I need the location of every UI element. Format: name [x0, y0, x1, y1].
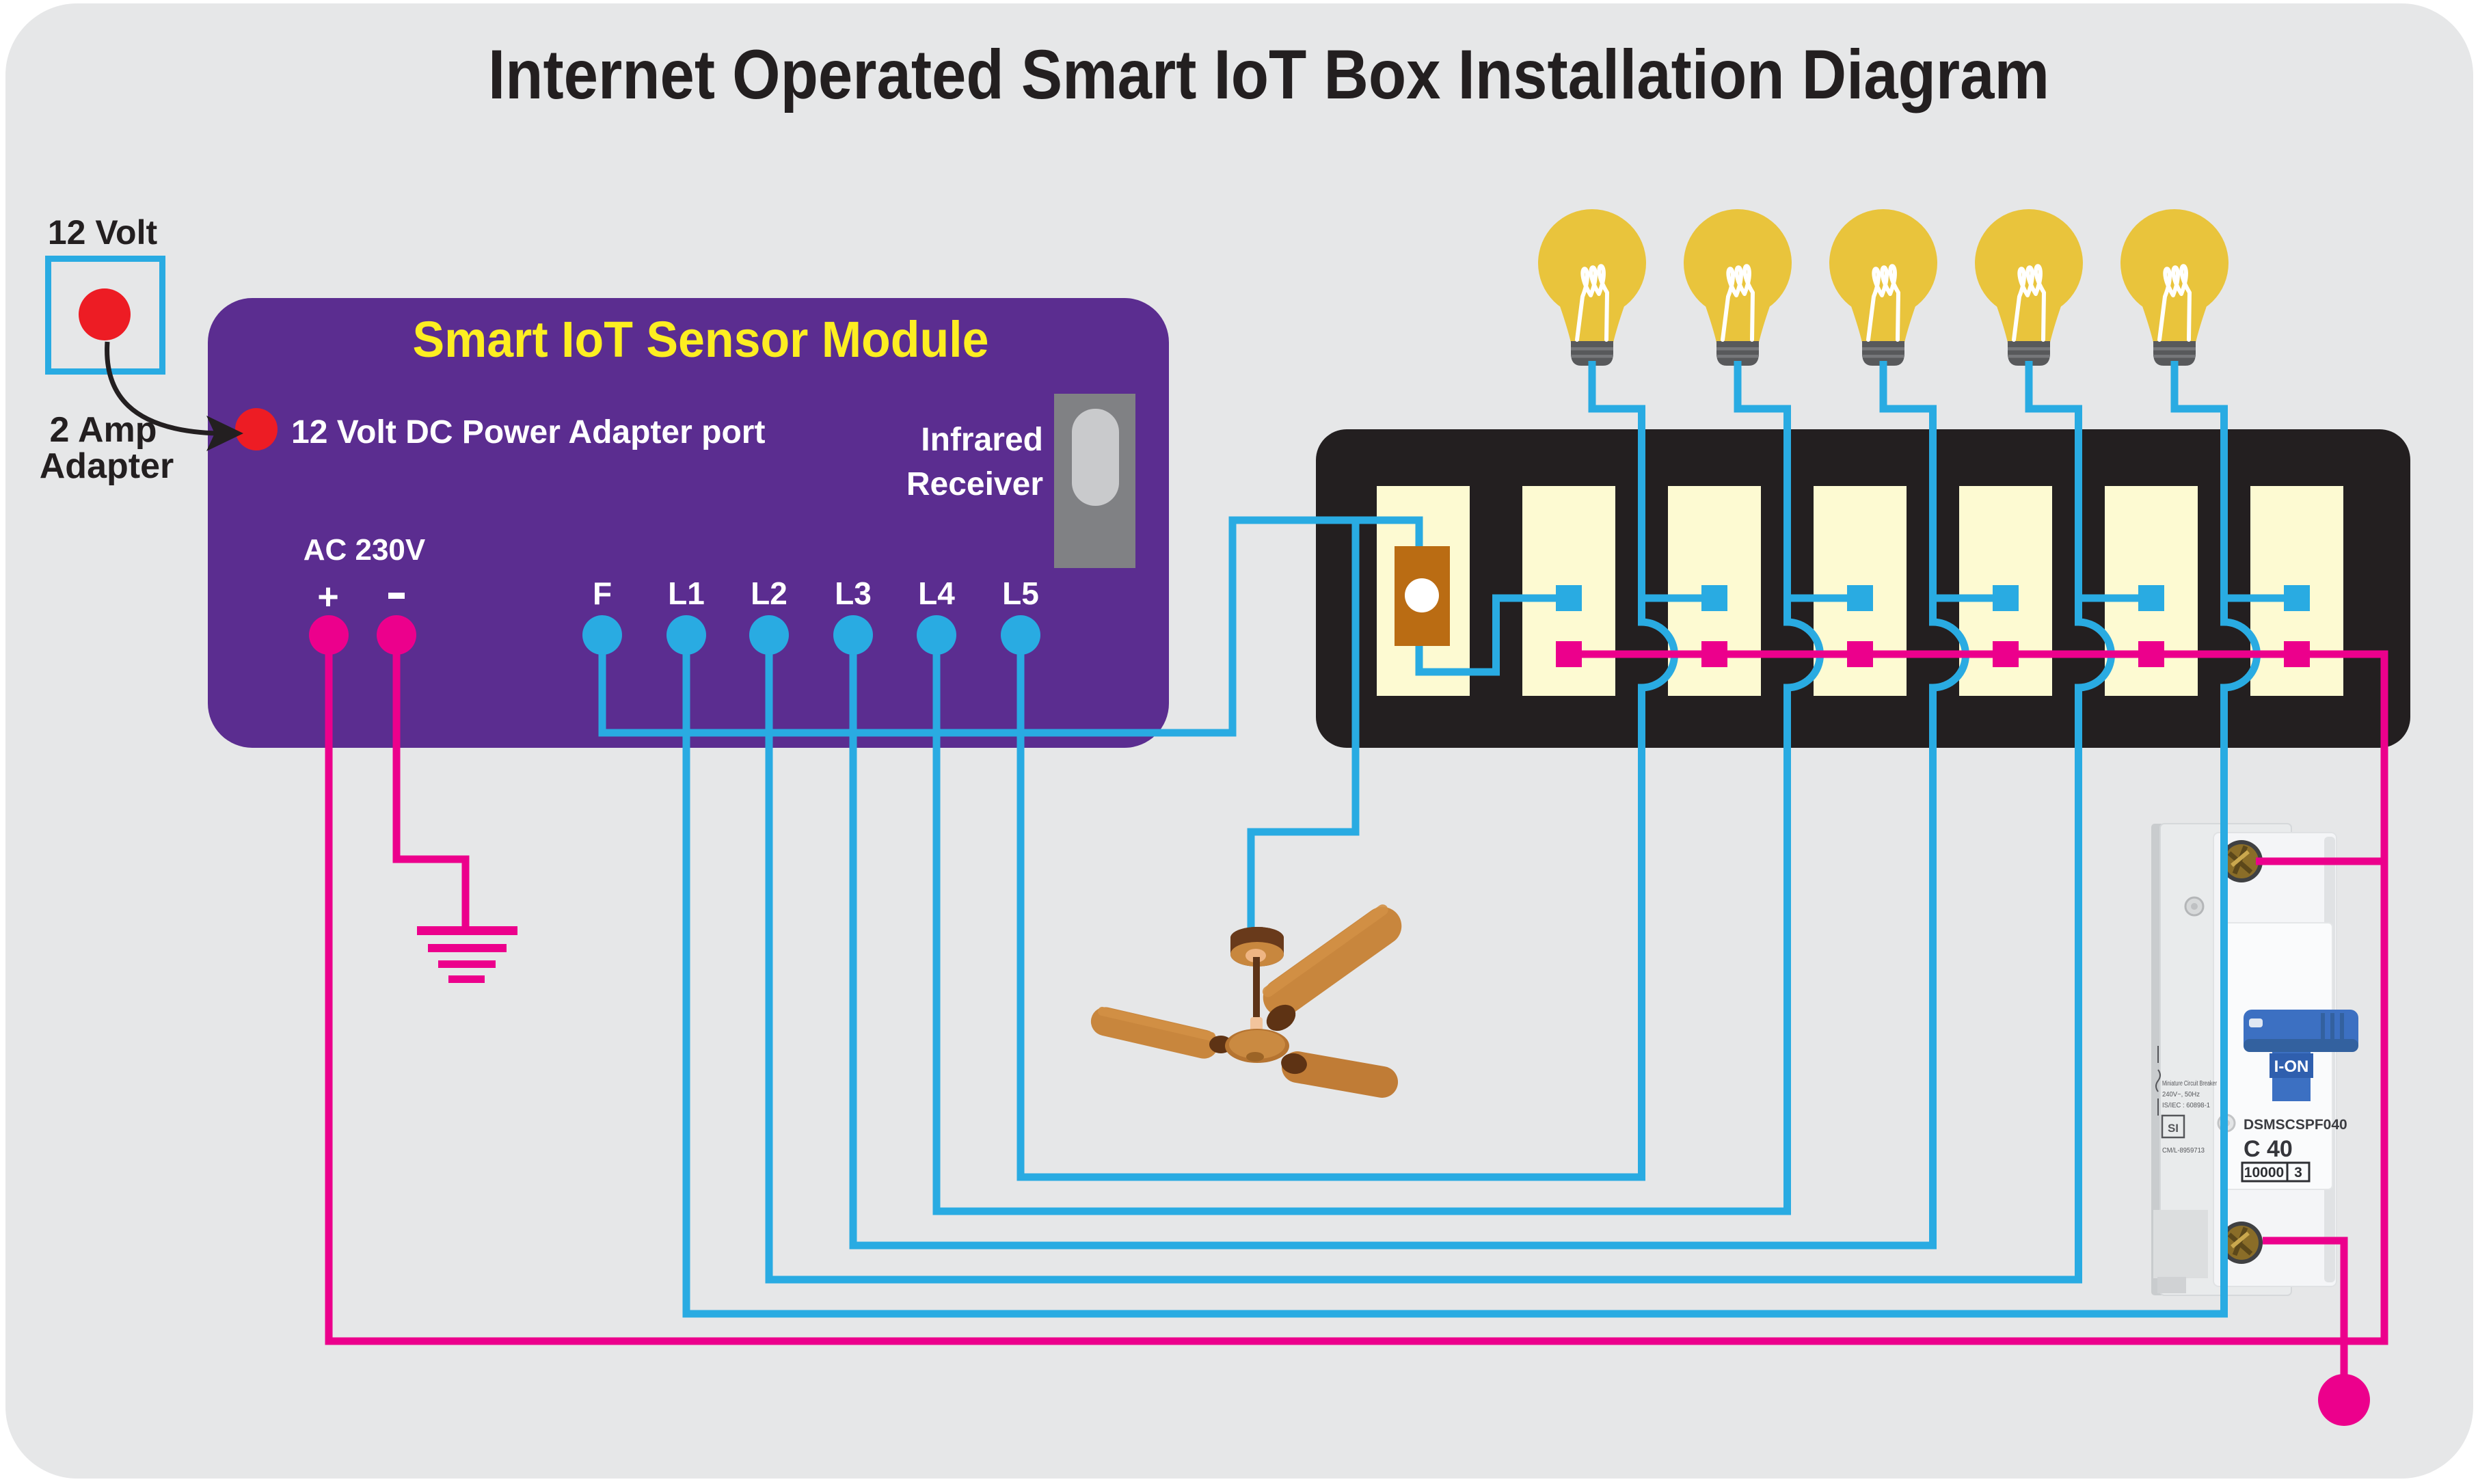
svg-text:240V~, 50Hz: 240V~, 50Hz — [2162, 1091, 2200, 1098]
svg-text:+: + — [317, 576, 339, 617]
svg-text:CM/L-8959713: CM/L-8959713 — [2162, 1147, 2205, 1155]
svg-text:L5: L5 — [1002, 576, 1039, 611]
svg-text:Infrared: Infrared — [921, 422, 1043, 458]
svg-text:3: 3 — [2294, 1165, 2302, 1181]
svg-text:12 Volt DC Power Adapter port: 12 Volt DC Power Adapter port — [291, 414, 765, 450]
svg-text:Receiver: Receiver — [906, 466, 1043, 502]
svg-text:SI: SI — [2168, 1122, 2179, 1135]
svg-text:Adapter: Adapter — [40, 446, 174, 486]
svg-text:L2: L2 — [751, 576, 787, 611]
svg-text:L1: L1 — [668, 576, 705, 611]
svg-text:L4: L4 — [918, 576, 955, 611]
svg-text:F: F — [593, 576, 612, 611]
svg-text:12 Volt: 12 Volt — [48, 213, 158, 252]
svg-text:Internet Operated Smart IoT Bo: Internet Operated Smart IoT Box Installa… — [488, 36, 2049, 113]
svg-text:Miniature Circuit Breaker: Miniature Circuit Breaker — [2162, 1080, 2217, 1088]
svg-text:DSMSCSPF040: DSMSCSPF040 — [2244, 1117, 2347, 1133]
svg-text:AC 230V: AC 230V — [304, 533, 426, 567]
svg-text:C 40: C 40 — [2244, 1136, 2293, 1162]
svg-text:Smart IoT Sensor Module: Smart IoT Sensor Module — [413, 311, 989, 368]
svg-text:I-ON: I-ON — [2274, 1057, 2309, 1076]
svg-text:L3: L3 — [835, 576, 872, 611]
svg-text:10000: 10000 — [2244, 1165, 2284, 1181]
svg-text:IS/IEC : 60898-1: IS/IEC : 60898-1 — [2162, 1102, 2210, 1109]
